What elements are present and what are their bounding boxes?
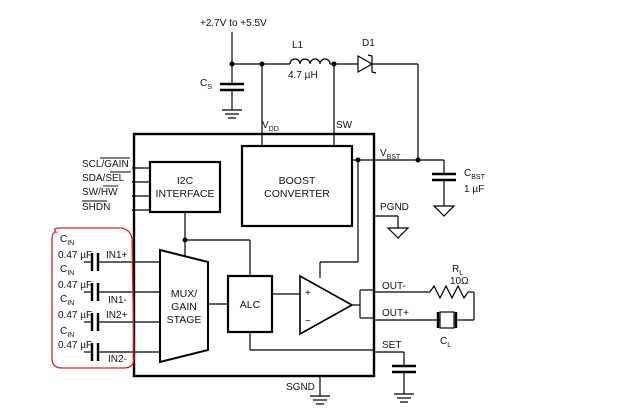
in1-plus-pin-label: IN1+ — [106, 250, 128, 261]
shdn-label: SHDN — [82, 202, 110, 213]
input-cap-4: CIN 0.47 µF IN2- — [58, 326, 160, 365]
control-pins: SCL/GAIN SDA/SEL SW/HW SHDN — [82, 157, 150, 213]
pgnd-ground-symbol — [386, 227, 410, 239]
i2c-interface-block: I2C INTERFACE — [148, 160, 251, 276]
mux-label-1: MUX/ — [171, 288, 197, 300]
cin-1-value: 0.47 µF — [58, 250, 92, 261]
vbst-section: VBST CBST 1 µF — [358, 148, 486, 217]
cin-3-value: 0.47 µF — [58, 310, 92, 321]
in2-minus-pin-label: IN2- — [108, 354, 127, 365]
set-pin-label: SET — [382, 340, 401, 351]
sw-hw-label: SW/HW — [82, 187, 118, 198]
cl-capacitor-body — [439, 311, 455, 329]
input-capacitors: CIN 0.47 µF IN1+ CIN 0.47 µF IN1- CIN 0.… — [58, 234, 160, 365]
amp-plus-sign: + — [305, 288, 311, 299]
mux-trapezoid — [159, 248, 209, 364]
i2c-box — [148, 160, 222, 214]
mux-gain-stage-block: MUX/ GAIN STAGE — [159, 240, 228, 364]
inductor-value: 4.7 µH — [288, 70, 318, 81]
alc-label: ALC — [240, 299, 261, 311]
diode-d1: D1 — [357, 38, 419, 160]
cin-2-value: 0.47 µF — [58, 280, 92, 291]
rl-label: RL — [452, 264, 463, 277]
input-cap-3: CIN 0.47 µF IN2+ — [58, 294, 160, 331]
i2c-label-1: I2C — [177, 175, 194, 187]
sw-pin-label: SW — [336, 120, 353, 131]
set-section: SET — [374, 340, 416, 403]
rl-value: 10Ω — [450, 276, 469, 287]
inductor-coil — [289, 58, 331, 65]
diode-name: D1 — [362, 38, 375, 49]
supply-section: +2.7V to +5.5V CS — [200, 18, 290, 134]
boost-label-2: CONVERTER — [264, 188, 330, 200]
supply-range-label: +2.7V to +5.5V — [200, 18, 267, 29]
vbst-pin-label: VBST — [380, 148, 401, 161]
sgnd-pin-label: SGND — [286, 382, 315, 393]
pgnd-pin-label: PGND — [380, 202, 409, 213]
cin-4-label: CIN — [60, 326, 74, 339]
boost-box — [240, 144, 354, 228]
out-plus-label: OUT+ — [382, 308, 409, 319]
output-load-section: OUT- OUT+ RL 10Ω CL — [374, 264, 475, 349]
cbst-value: 1 µF — [464, 184, 484, 195]
chip-outline — [132, 132, 376, 378]
sgnd-section: SGND — [286, 376, 330, 405]
boost-label-1: BOOST — [279, 175, 316, 187]
input-cap-2: CIN 0.47 µF IN1- — [58, 264, 160, 306]
amp-minus-sign: − — [305, 316, 311, 327]
vbst-junction-dot — [415, 157, 421, 163]
cin-3-label: CIN — [60, 294, 74, 307]
in1-minus-pin-label: IN1- — [108, 295, 127, 306]
output-amplifier: + − — [299, 274, 374, 336]
diode-triangle — [357, 54, 374, 74]
cbst-ground-symbol — [432, 205, 456, 217]
out-minus-label: OUT- — [382, 281, 406, 292]
pgnd-section: PGND — [374, 202, 410, 239]
amp-triangle — [299, 274, 354, 336]
rl-resistor — [429, 284, 469, 300]
cbst-label: CBST — [464, 168, 486, 181]
cin-2-label: CIN — [60, 264, 74, 277]
cl-label: CL — [440, 336, 451, 349]
inductor-l1: L1 4.7 µH — [288, 40, 358, 134]
in2-plus-pin-label: IN2+ — [106, 310, 128, 321]
boost-converter-block: BOOST CONVERTER — [240, 134, 361, 278]
sda-sel-label: SDA/SEL — [82, 173, 125, 184]
vdd-pin-label: VDD — [262, 120, 279, 133]
i2c-label-2: INTERFACE — [156, 188, 215, 200]
cs-label: CS — [200, 78, 212, 91]
mux-label-3: STAGE — [167, 314, 202, 326]
scl-gain-label: SCL/GAIN — [82, 159, 129, 170]
cin-1-label: CIN — [60, 234, 74, 247]
input-cap-1: CIN 0.47 µF IN1+ — [58, 234, 160, 271]
mux-label-2: GAIN — [171, 301, 197, 313]
alc-block: ALC — [226, 274, 374, 351]
inductor-name: L1 — [292, 40, 304, 51]
red-highlight-outline — [51, 227, 135, 369]
cin-4-value: 0.47 µF — [58, 340, 92, 351]
